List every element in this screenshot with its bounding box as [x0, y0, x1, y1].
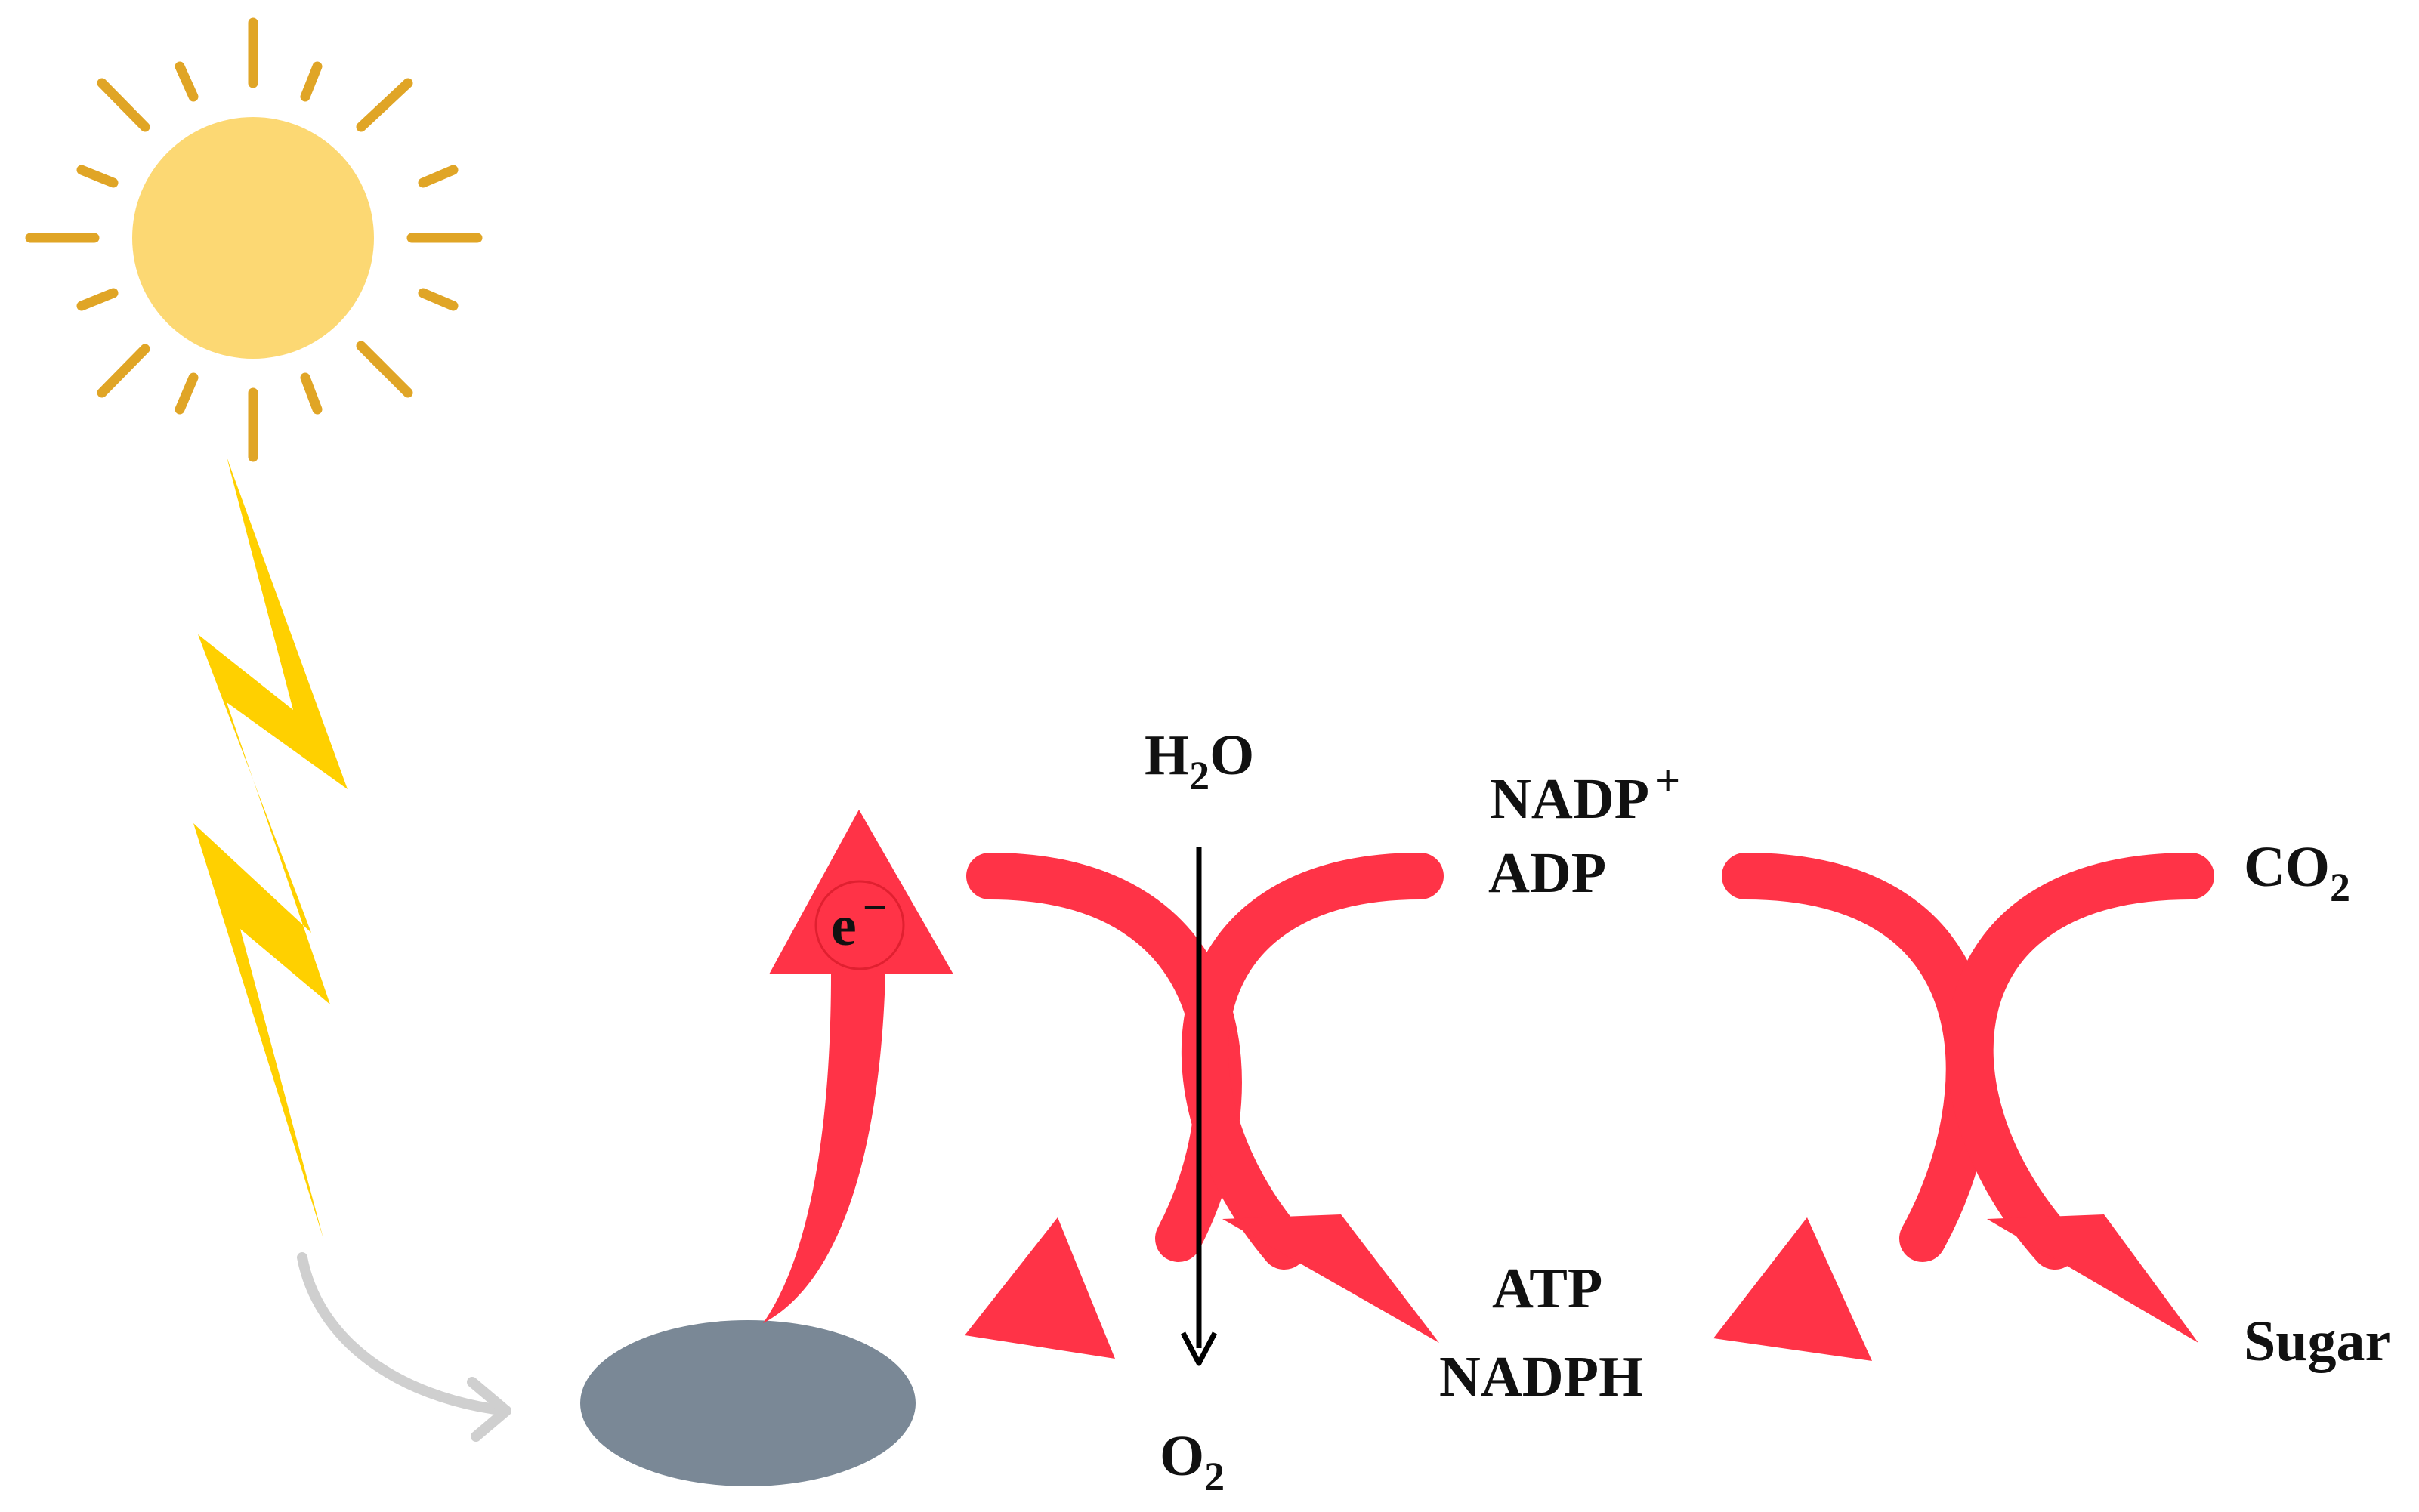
atp-label: ATP: [1492, 1257, 1603, 1320]
right-calvin-arrow: [1946, 853, 2214, 1270]
electron-arrow-icon: [763, 810, 953, 1323]
electron-label: e−: [831, 886, 888, 958]
electron-symbol: e: [831, 894, 857, 958]
pigment-ellipse-icon: [580, 1320, 916, 1486]
calvin-cycle-arrows: [1722, 853, 2214, 1270]
h2o-subscript: 2: [1189, 753, 1210, 798]
co2-label: CO2: [2244, 835, 2350, 908]
sun-core: [132, 117, 374, 359]
lightning-bolt-icon: [193, 457, 348, 1239]
sugar-label: Sugar: [2244, 1310, 2391, 1373]
co2-text: CO: [2244, 835, 2330, 899]
h2o-h: H: [1145, 724, 1190, 787]
right-calvin-arrowhead: [1987, 1214, 2198, 1343]
co2-subscript: 2: [2330, 865, 2350, 910]
o2-o: O: [1160, 1424, 1205, 1488]
sun-rays: [25, 17, 483, 462]
curved-transfer-arrow-icon: [297, 1252, 511, 1442]
nadp-text: NADP: [1490, 767, 1650, 831]
o2-label: O2: [1160, 1424, 1225, 1497]
right-curved-arrowhead: [1222, 1214, 1439, 1343]
left-calvin-arrowhead: [1713, 1217, 1872, 1361]
light-reaction-arrows: [966, 853, 1444, 1270]
nadph-label: NADPH: [1439, 1345, 1644, 1409]
water-split-arrow: [1180, 847, 1218, 1366]
adp-label: ADP: [1488, 841, 1607, 905]
sun-icon: [25, 17, 483, 462]
nadp-plus-sign: +: [1655, 756, 1681, 805]
right-curved-arrow: [1181, 853, 1444, 1270]
nadp-plus-label: NADP+: [1490, 759, 1680, 831]
h2o-o: O: [1210, 724, 1255, 787]
electron-charge: −: [862, 883, 888, 932]
left-curved-arrowhead: [965, 1217, 1115, 1359]
left-calvin-arrow: [1722, 853, 1993, 1262]
electron-badge-ring: [814, 880, 905, 970]
h2o-label: H2O: [1145, 724, 1255, 796]
o2-subscript: 2: [1204, 1454, 1225, 1499]
